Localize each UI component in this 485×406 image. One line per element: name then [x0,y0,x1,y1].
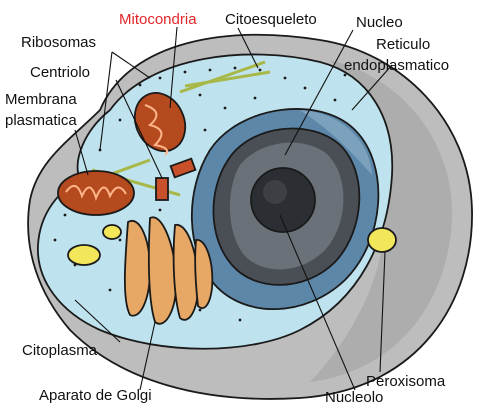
label-nucleolo: Nucleolo [325,389,383,406]
mitocondria-2 [58,171,134,215]
peroxisoma [368,228,396,252]
label-citoplasma: Citoplasma [22,342,98,359]
label-nucleo: Nucleo [356,14,403,31]
label-citoesqueleto: Citoesqueleto [225,11,317,28]
vesicle-2 [103,225,121,239]
label-reticulo-line2: endoplasmatico [344,57,449,74]
centriolo [156,178,168,200]
label-membrana-line1: Membrana [5,91,77,108]
vesicle-1 [68,245,100,265]
label-mitocondria: Mitocondria [119,11,197,28]
label-ribosomas: Ribosomas [21,34,96,51]
label-aparato-golgi: Aparato de Golgi [39,387,152,404]
label-reticulo-line1: Reticulo [376,36,430,53]
label-membrana-line2: plasmatica [5,112,77,129]
label-peroxisoma: Peroxisoma [366,373,446,390]
label-centriolo: Centriolo [30,64,90,81]
